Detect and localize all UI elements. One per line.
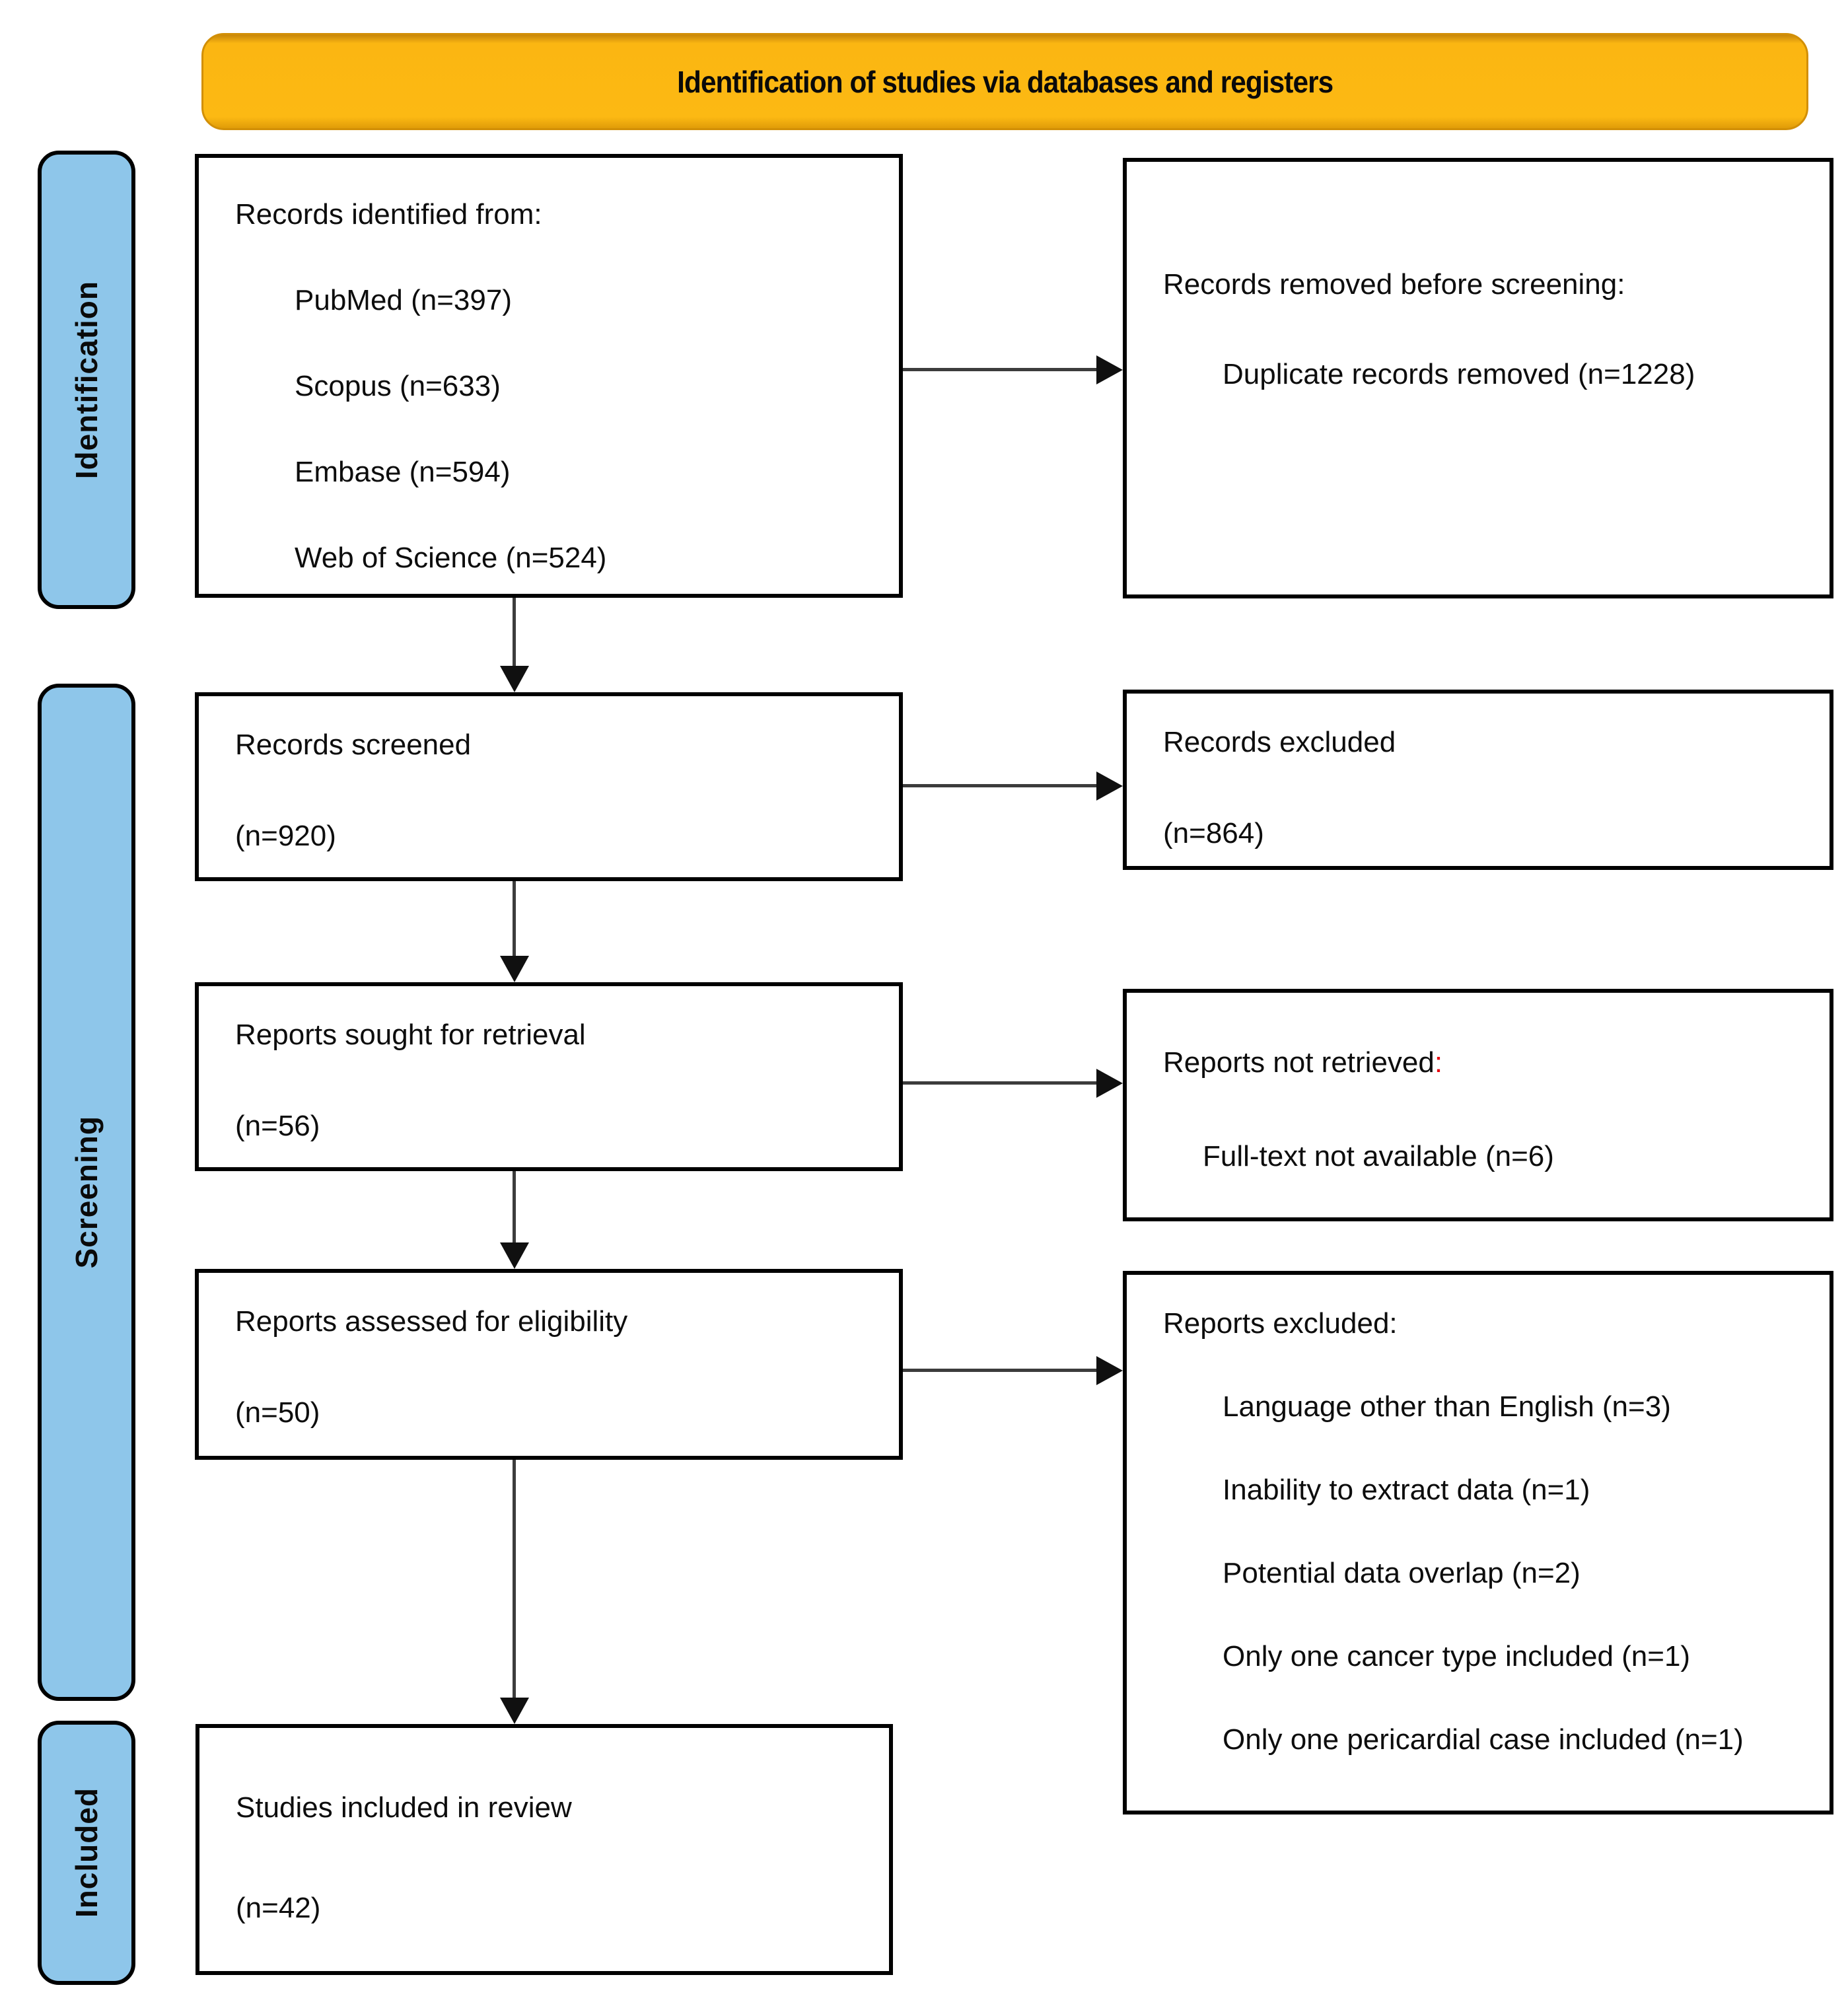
- records-excluded-label: Records excluded: [1163, 726, 1396, 758]
- box-records-screened: Records screened (n=920): [195, 692, 903, 881]
- arrow-identified-to-screened-head: [500, 666, 529, 692]
- box-reports-assessed: Reports assessed for eligibility (n=50): [195, 1269, 903, 1460]
- box-reports-excluded: Reports excluded: Language other than En…: [1123, 1271, 1833, 1814]
- box-records-removed: Records removed before screening: Duplic…: [1123, 158, 1833, 598]
- records-removed-item-duplicates: Duplicate records removed (n=1228): [1223, 358, 1695, 390]
- box-reports-not-retrieved: Reports not retrieved: Full-text not ava…: [1123, 989, 1833, 1221]
- stage-label-included: Included: [69, 1787, 104, 1918]
- box-records-excluded: Records excluded (n=864): [1123, 690, 1833, 870]
- reports-assessed-count: (n=50): [235, 1396, 320, 1429]
- records-excluded-count: (n=864): [1163, 817, 1264, 849]
- reports-not-retrieved-title: Reports not retrieved:: [1163, 1046, 1810, 1080]
- arrow-assessed-to-reports-excluded-head: [1096, 1356, 1123, 1385]
- reports-not-retrieved-title-text: Reports not retrieved: [1163, 1046, 1435, 1079]
- records-identified-item-scopus: Scopus (n=633): [295, 370, 501, 402]
- records-identified-item-wos: Web of Science (n=524): [295, 542, 607, 574]
- stage-label-identification: Identification: [69, 280, 104, 480]
- arrow-assessed-to-reports-excluded-line: [903, 1369, 1098, 1372]
- reports-excluded-item-extract: Inability to extract data (n=1): [1223, 1474, 1590, 1506]
- reports-excluded-item-language: Language other than English (n=3): [1223, 1390, 1671, 1423]
- arrow-sought-to-assessed-line: [513, 1171, 516, 1243]
- reports-sought-count: (n=56): [235, 1110, 320, 1142]
- records-screened-count: (n=920): [235, 820, 336, 852]
- arrow-screened-to-excluded-line: [903, 784, 1098, 787]
- reports-not-retrieved-item-fulltext: Full-text not available (n=6): [1203, 1140, 1554, 1172]
- reports-excluded-item-cancer-type: Only one cancer type included (n=1): [1223, 1640, 1691, 1672]
- records-identified-title: Records identified from:: [235, 198, 542, 231]
- arrow-sought-to-not-retrieved-line: [903, 1081, 1098, 1085]
- box-records-identified: Records identified from: PubMed (n=397) …: [195, 154, 903, 598]
- stage-bar-screening: Screening: [38, 684, 135, 1701]
- arrow-identified-to-removed-head: [1096, 355, 1123, 384]
- stage-label-screening: Screening: [69, 1116, 104, 1269]
- arrow-identified-to-removed-line: [903, 368, 1098, 371]
- arrow-screened-to-sought-line: [513, 881, 516, 956]
- reports-not-retrieved-title-colon: :: [1434, 1046, 1443, 1079]
- arrow-screened-to-sought-head: [500, 956, 529, 982]
- diagram-title: Identification of studies via databases …: [676, 64, 1333, 99]
- records-identified-item-embase: Embase (n=594): [295, 456, 511, 488]
- reports-assessed-label: Reports assessed for eligibility: [235, 1305, 628, 1338]
- reports-excluded-item-pericardial: Only one pericardial case included (n=1): [1223, 1723, 1744, 1756]
- arrow-assessed-to-included-head: [500, 1698, 529, 1724]
- box-studies-included: Studies included in review (n=42): [195, 1724, 893, 1975]
- stage-bar-identification: Identification: [38, 151, 135, 609]
- arrow-sought-to-not-retrieved-head: [1096, 1069, 1123, 1098]
- arrow-assessed-to-included-line: [513, 1460, 516, 1700]
- arrow-identified-to-screened-line: [513, 598, 516, 666]
- stage-bar-included: Included: [38, 1721, 135, 1985]
- reports-excluded-title: Reports excluded:: [1163, 1307, 1398, 1340]
- records-identified-item-pubmed: PubMed (n=397): [295, 284, 512, 316]
- arrow-sought-to-assessed-head: [500, 1242, 529, 1269]
- reports-sought-label: Reports sought for retrieval: [235, 1019, 586, 1051]
- diagram-header-banner: Identification of studies via databases …: [201, 33, 1808, 130]
- box-reports-sought: Reports sought for retrieval (n=56): [195, 982, 903, 1171]
- reports-excluded-item-overlap: Potential data overlap (n=2): [1223, 1557, 1581, 1589]
- studies-included-label: Studies included in review: [236, 1791, 572, 1824]
- records-screened-label: Records screened: [235, 729, 472, 761]
- records-removed-title: Records removed before screening:: [1163, 268, 1625, 301]
- arrow-screened-to-excluded-head: [1096, 772, 1123, 801]
- studies-included-count: (n=42): [236, 1892, 321, 1924]
